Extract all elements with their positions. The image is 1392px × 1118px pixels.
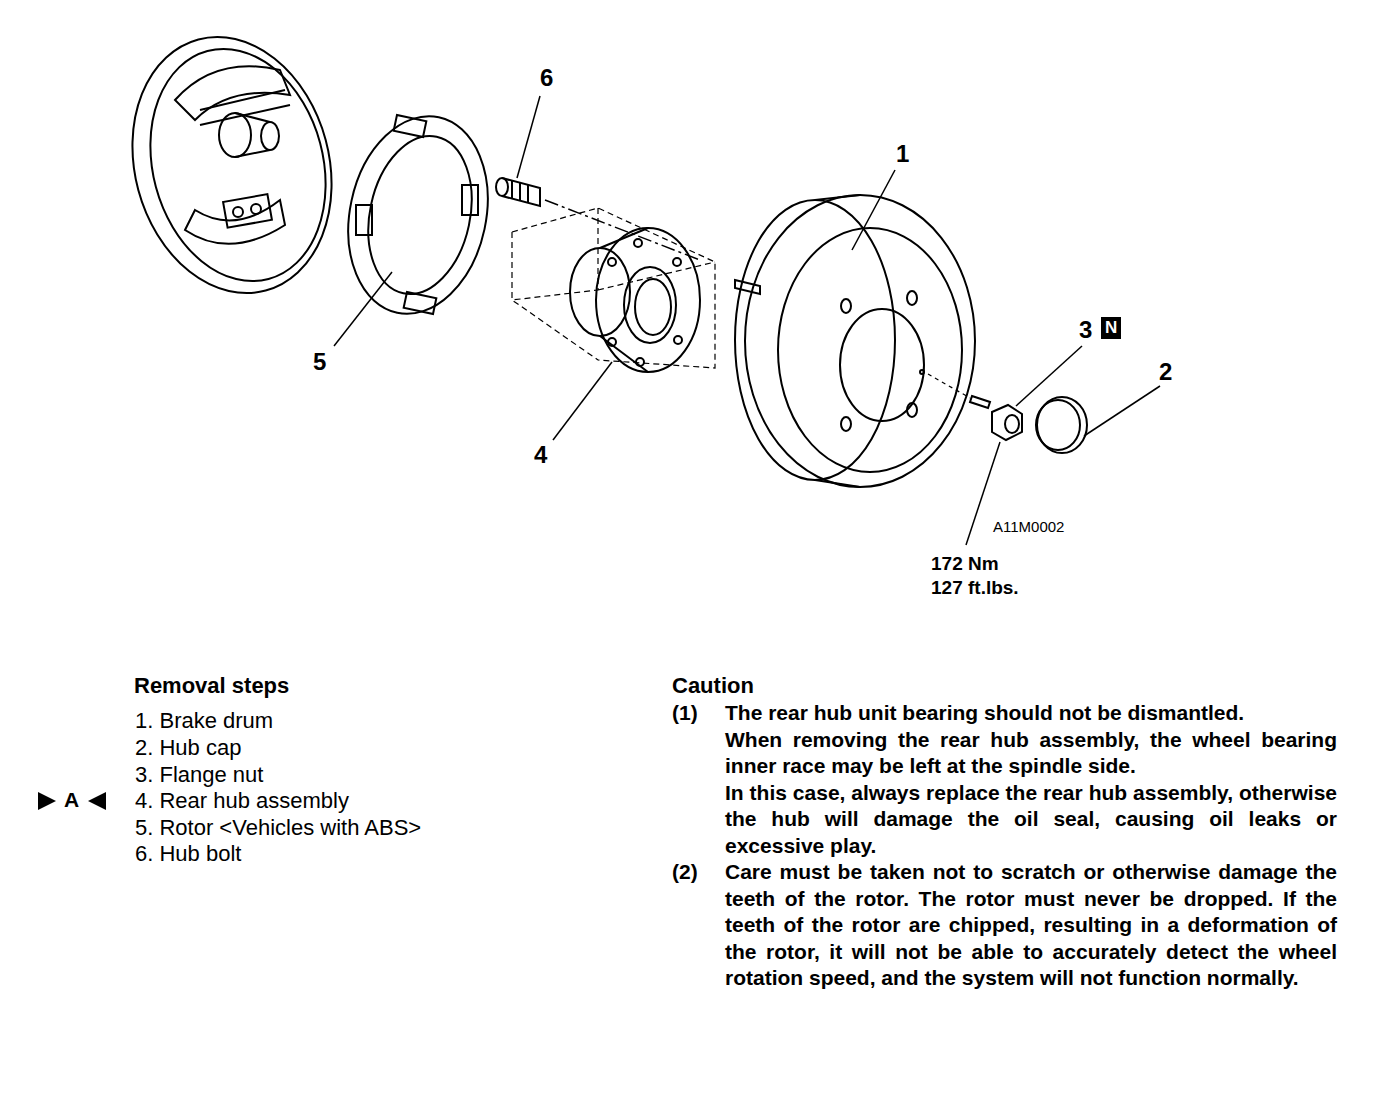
caution-text: The rear hub unit bearing should not be …: [725, 700, 1337, 727]
step-item: 5. Rotor <Vehicles with ABS>: [135, 815, 421, 840]
caution-text: Care must be taken not to scratch or oth…: [725, 859, 1337, 992]
caution-text: In this case, always replace the rear hu…: [725, 780, 1337, 860]
callout-number: 4: [534, 441, 547, 469]
section-heading: Removal steps: [134, 673, 289, 698]
service-marker-letter: A: [64, 788, 79, 812]
caution-column: The rear hub unit bearing should not be …: [725, 700, 1337, 992]
callout-number: 6: [540, 64, 553, 92]
item-number: (2): [672, 859, 698, 886]
step-item: 1. Brake drum: [135, 708, 273, 733]
leader-lines: [334, 96, 1160, 545]
rear-hub: [512, 208, 760, 372]
torque-value: 127 ft.lbs.: [931, 577, 1019, 599]
torque-value: 172 Nm: [931, 553, 999, 575]
callout-number: 1: [896, 140, 909, 168]
figure-code: A11M0002: [993, 518, 1064, 535]
new-part-symbol: N: [1101, 317, 1121, 339]
caution-text: When removing the rear hub assembly, the…: [725, 727, 1337, 780]
flange-nut: [992, 405, 1022, 440]
step-item: 6. Hub bolt: [135, 841, 241, 866]
step-item: 3. Flange nut: [135, 762, 263, 787]
step-item: 2. Hub cap: [135, 735, 241, 760]
callout-number: 5: [313, 348, 326, 376]
abs-rotor: [331, 103, 506, 327]
callout-number: 3: [1079, 316, 1092, 344]
step-item: 4. Rear hub assembly: [135, 788, 349, 813]
hub-cap: [1036, 397, 1087, 453]
section-heading: Caution: [672, 673, 754, 698]
item-number: (1): [672, 700, 698, 727]
callout-number: 2: [1159, 358, 1172, 386]
brake-drum: [735, 195, 990, 487]
backing-plate: [105, 14, 360, 315]
